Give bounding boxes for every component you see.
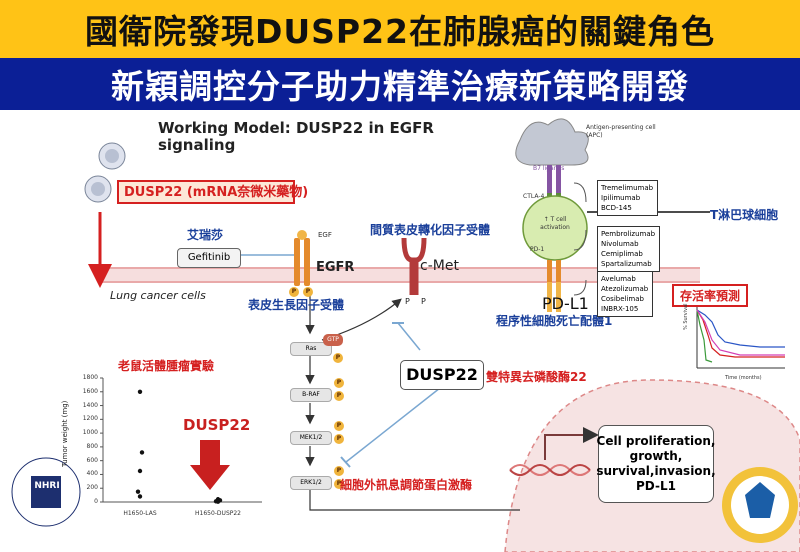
braf-node: B-RAF bbox=[290, 388, 332, 402]
apc-label: Antigen-presenting cell (APC) bbox=[586, 124, 656, 139]
survival-ylabel: % Survival bbox=[683, 303, 689, 331]
erk-phospho-2: P bbox=[334, 479, 344, 489]
drug-item: BCD-145 bbox=[601, 204, 632, 212]
model-heading-2: signaling bbox=[158, 136, 236, 154]
mek-phospho-2: P bbox=[334, 434, 344, 444]
gefitinib-cjk-label: 艾瑞莎 bbox=[187, 228, 224, 242]
x-category-label: H1650-LAS bbox=[123, 510, 157, 517]
y-tick-label: 400 bbox=[86, 470, 98, 478]
y-tick-label: 1600 bbox=[82, 387, 98, 395]
dusp22-cjk-label: 雙特異去磷酸酶22 bbox=[486, 370, 587, 384]
y-tick-label: 200 bbox=[86, 484, 98, 492]
drug-item: Spartalizumab bbox=[601, 260, 652, 268]
y-tick-label: 0 bbox=[94, 498, 98, 505]
survival-cjk-label: 存活率預測 bbox=[672, 284, 749, 307]
lung-cancer-cells-label: Lung cancer cells bbox=[110, 289, 206, 302]
braf-phospho-2: P bbox=[334, 391, 344, 401]
apc-cell-icon bbox=[515, 118, 589, 166]
cmet-cjk-label: 間質表皮轉化因子受體 bbox=[370, 223, 491, 237]
survival-xlabel: Time (months) bbox=[725, 375, 762, 381]
tumor-weight-point bbox=[135, 489, 141, 494]
drug-item: Nivolumab bbox=[601, 240, 639, 248]
braf-phospho-1: P bbox=[334, 378, 344, 388]
tumor-weight-point bbox=[215, 499, 221, 504]
cmet-phospho-2: P bbox=[421, 297, 426, 306]
nanoparticle-icon-2 bbox=[84, 175, 112, 203]
b7-label: B7 ligands bbox=[533, 165, 565, 172]
gtp-node: GTP bbox=[323, 334, 343, 346]
erk-node: ERK1/2 bbox=[290, 476, 332, 490]
egf-label: EGF bbox=[318, 231, 332, 239]
egfr-cjk-label: 表皮生長因子受體 bbox=[248, 298, 345, 312]
erk-phospho-1: P bbox=[334, 466, 344, 476]
pdl1-label: PD-L1 bbox=[542, 294, 589, 313]
cmet-receptor-icon bbox=[401, 237, 427, 295]
ras-phospho: P bbox=[333, 353, 343, 363]
tumor-weight-point bbox=[137, 494, 143, 499]
tcell-cjk-label: T淋巴球細胞 bbox=[710, 208, 779, 222]
pdl1-drug-box: Avelumab Atezolizumab Cosibelimab INBRX-… bbox=[597, 271, 654, 317]
y-tick-label: 1800 bbox=[82, 374, 98, 381]
drug-item: Tremelimumab bbox=[601, 184, 654, 192]
pd1-label: PD-1 bbox=[530, 246, 545, 253]
title-line-2: 新穎調控分子助力精準治療新策略開發 bbox=[0, 58, 800, 110]
cmet-label: c-Met bbox=[420, 258, 459, 274]
mek-node: MEK1/2 bbox=[290, 431, 332, 445]
decrease-arrow bbox=[190, 465, 230, 490]
egfr-phospho-2: P bbox=[303, 287, 313, 297]
drug-item: Ipilimumab bbox=[601, 194, 641, 202]
tumor-weight-point bbox=[139, 450, 145, 455]
y-tick-label: 800 bbox=[86, 442, 98, 450]
model-heading-1: Working Model: DUSP22 in EGFR bbox=[158, 119, 434, 137]
drug-item: INBRX-105 bbox=[601, 305, 639, 313]
b7-ligand bbox=[547, 165, 552, 193]
egfr-receptor-icon bbox=[294, 230, 310, 286]
t-cell-icon bbox=[522, 195, 588, 261]
nanoparticle-icon-1 bbox=[98, 142, 126, 170]
ras-node: Ras bbox=[290, 342, 332, 356]
title-line-1: 國衛院發現DUSP22在肺腺癌的關鍵角色 bbox=[0, 0, 800, 58]
chart-ylabel: Tumor weight (mg) bbox=[61, 400, 69, 467]
erk-cjk-label: 細胞外訊息調節蛋白激酶 bbox=[340, 478, 473, 492]
drug-item: Cosibelimab bbox=[601, 295, 644, 303]
dusp22-nano-box: DUSP22 (mRNA奈微米藥物) bbox=[117, 180, 308, 204]
drug-item: Pembrolizumab bbox=[601, 230, 656, 238]
y-tick-label: 600 bbox=[86, 456, 98, 464]
y-tick-label: 1400 bbox=[82, 401, 98, 409]
survival-plot-area bbox=[690, 296, 790, 374]
tumor-weight-point bbox=[137, 389, 143, 394]
mek-phospho-1: P bbox=[334, 421, 344, 431]
drug-item: Cemiplimab bbox=[601, 250, 643, 258]
ctla4-drug-box: Tremelimumab Ipilimumab BCD-145 bbox=[597, 180, 659, 216]
egfr-label: EGFR bbox=[316, 260, 355, 275]
y-tick-label: 1200 bbox=[82, 415, 98, 423]
dusp22-center-box: DUSP22 bbox=[400, 360, 484, 390]
y-tick-label: 1000 bbox=[82, 429, 98, 437]
pd1-drug-box: Pembrolizumab Nivolumab Cemiplimab Spart… bbox=[597, 226, 661, 272]
pdl1-cjk-label: 程序性細胞死亡配體1 bbox=[496, 314, 613, 328]
mouse-experiment-label: 老鼠活體腫瘤實驗 bbox=[118, 359, 215, 373]
drug-item: Avelumab bbox=[601, 275, 636, 283]
tcell-activation-label: ↑ T cell activation bbox=[540, 216, 570, 231]
ctla4-label: CTLA-4 bbox=[523, 193, 545, 200]
nhri-logo bbox=[11, 457, 81, 527]
cmet-phospho-1: P bbox=[405, 297, 410, 306]
gefitinib-box: Gefitinib bbox=[177, 248, 241, 268]
x-category-label: H1650-DUSP22 bbox=[194, 510, 242, 517]
cell-outcomes-box: Cell proliferation, growth, survival,inv… bbox=[596, 425, 716, 503]
egfr-phospho-1: P bbox=[289, 287, 299, 297]
chart-dusp22-label: DUSP22 bbox=[183, 416, 251, 434]
tumor-weight-point bbox=[137, 468, 143, 474]
nhri-logo-text: NHRI bbox=[34, 481, 60, 491]
drug-item: Atezolizumab bbox=[601, 285, 649, 293]
